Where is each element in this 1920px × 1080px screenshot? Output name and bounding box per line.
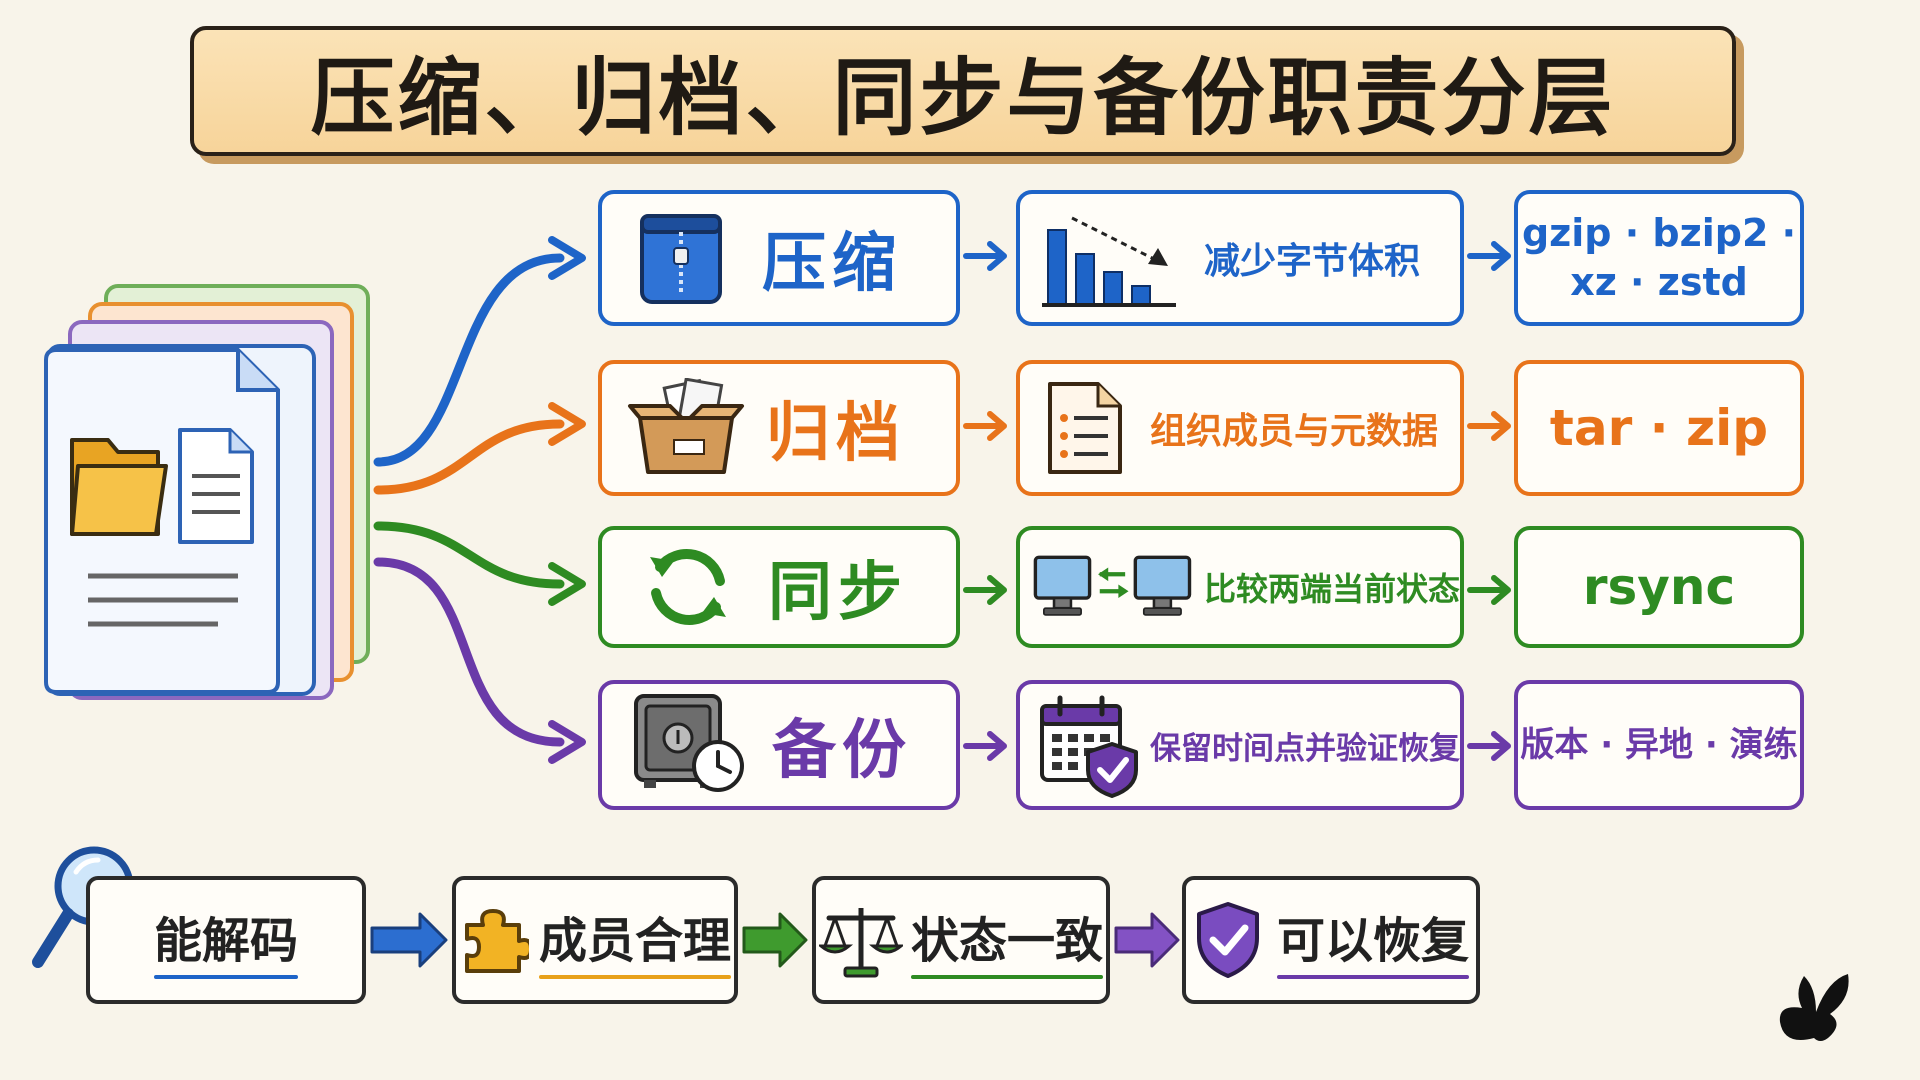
- tool-label: 版本 · 异地 · 演练: [1520, 724, 1798, 765]
- row-arrows-backup: [963, 731, 1511, 761]
- desc-box-backup: 保留时间点并验证恢复: [1016, 680, 1464, 810]
- chain-label: 可以恢复: [1276, 901, 1469, 979]
- shrinking-bars-icon: [1042, 216, 1176, 307]
- chain-label: 能解码: [153, 901, 298, 979]
- document-icon: [44, 348, 280, 694]
- zipper-bag-icon: [640, 214, 722, 304]
- arrowhead-backup: [548, 720, 586, 764]
- curve-backup: [373, 557, 565, 747]
- chain-text: 能解码: [153, 913, 298, 969]
- two-computers-icon: [1033, 555, 1192, 616]
- desc-box-sync: 比较两端当前状态: [1016, 526, 1464, 648]
- description-label: 保留时间点并验证恢复: [1150, 730, 1460, 767]
- desc-box-compress: 减少字节体积: [1016, 190, 1464, 326]
- category-label: 备份: [772, 714, 912, 788]
- arrowhead-archive: [548, 402, 586, 446]
- chain-underline: [1276, 975, 1469, 979]
- puzzle-piece-icon: [464, 909, 529, 973]
- desc-box-archive: 组织成员与元数据: [1016, 360, 1464, 496]
- chain-label: 成员合理: [538, 901, 731, 979]
- row-arrows-sync: [963, 575, 1511, 605]
- tool-line-1: gzip · bzip2 ·: [1521, 210, 1797, 255]
- chain-arrows: [370, 912, 1180, 968]
- butterfly-logo-icon: [1779, 974, 1849, 1041]
- category-box-compress: 压缩: [598, 190, 960, 326]
- title-banner: 压缩、归档、同步与备份职责分层: [190, 26, 1736, 156]
- tool-label: gzip · bzip2 · xz · zstd: [1518, 209, 1800, 308]
- row-arrows-archive: [963, 411, 1511, 441]
- tool-box-sync: rsync: [1514, 526, 1804, 648]
- calendar-shield-icon: [1040, 695, 1138, 798]
- description-label: 组织成员与元数据: [1150, 411, 1439, 452]
- description-label: 减少字节体积: [1204, 241, 1421, 282]
- arrowhead-sync: [548, 562, 586, 606]
- category-box-archive: 归档: [598, 360, 960, 496]
- category-label: 压缩: [762, 227, 902, 301]
- sync-arrows-icon: [650, 549, 726, 625]
- curve-compress: [373, 253, 565, 467]
- row-arrows-compress: [963, 241, 1511, 271]
- category-label: 同步: [768, 556, 908, 630]
- chain-underline: [153, 975, 298, 979]
- chain-text: 状态一致: [910, 913, 1103, 969]
- file-stack: [38, 280, 388, 700]
- metadata-list-icon: [1048, 382, 1122, 474]
- chain-underline: [910, 975, 1103, 979]
- tool-line-2: xz · zstd: [1570, 260, 1748, 304]
- curve-archive: [373, 419, 565, 495]
- page-title: 压缩、归档、同步与备份职责分层: [310, 48, 1616, 147]
- category-label: 归档: [766, 397, 906, 471]
- chain-step-state: 状态一致: [812, 876, 1110, 1004]
- tool-box-backup: 版本 · 异地 · 演练: [1514, 680, 1804, 810]
- safe-clock-icon: [634, 694, 744, 792]
- archive-box-icon: [628, 378, 744, 474]
- chain-step-members: 成员合理: [452, 876, 738, 1004]
- description-label: 比较两端当前状态: [1203, 570, 1460, 608]
- category-box-sync: 同步: [598, 526, 960, 648]
- tool-label: rsync: [1582, 557, 1736, 616]
- shield-check-icon: [1196, 902, 1259, 978]
- chain-step-decode: 能解码: [86, 876, 366, 1004]
- chain-text: 可以恢复: [1276, 913, 1469, 969]
- arrowhead-compress: [548, 236, 586, 280]
- tool-box-compress: gzip · bzip2 · xz · zstd: [1514, 190, 1804, 326]
- balance-scale-icon: [818, 908, 903, 978]
- tool-box-archive: tar · zip: [1514, 360, 1804, 496]
- tool-label: tar · zip: [1549, 398, 1769, 457]
- chain-underline: [538, 975, 731, 979]
- curve-sync: [373, 521, 565, 589]
- chain-step-restore: 可以恢复: [1182, 876, 1480, 1004]
- category-box-backup: 备份: [598, 680, 960, 810]
- chain-label: 状态一致: [910, 901, 1103, 979]
- chain-text: 成员合理: [538, 913, 731, 969]
